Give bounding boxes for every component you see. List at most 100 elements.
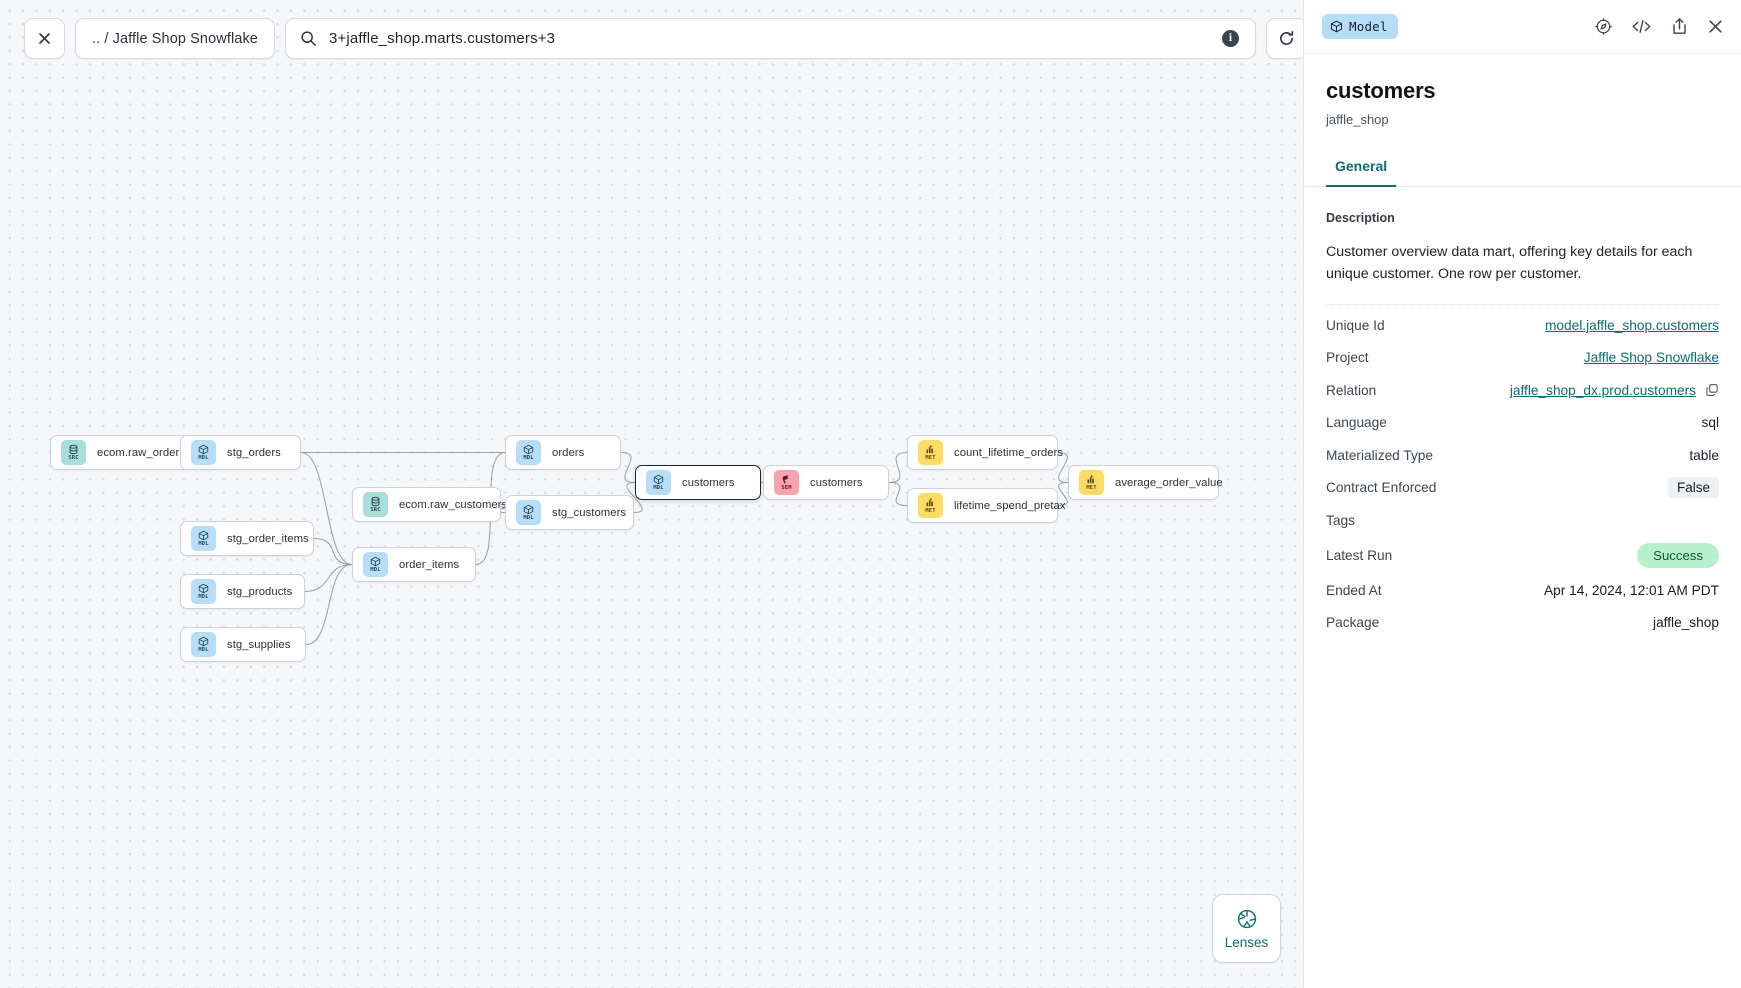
resource-type-chip[interactable]: Model [1322,14,1398,39]
mdl-badge-icon: MDL [191,579,216,604]
lenses-button[interactable]: Lenses [1212,894,1281,963]
graph-edge [888,481,908,507]
details-panel: Model [1303,0,1741,988]
graph-node-lifetime_spend_pretax[interactable]: MET lifetime_spend_pretax [907,488,1066,523]
graph-edge [305,563,353,646]
compass-icon[interactable] [1594,17,1613,36]
graph-node-label: count_lifetime_orders [954,446,1064,459]
met-badge-icon: MET [918,493,943,518]
code-icon[interactable] [1631,17,1652,36]
detail-row-key: Ended At [1326,582,1382,598]
graph-node-label: stg_customers [552,506,627,519]
lenses-label: Lenses [1224,934,1269,950]
detail-row-value-wrap: Success [1637,542,1719,568]
graph-edge [1057,481,1069,507]
graph-node-label: stg_orders [227,446,281,459]
graph-node-stg_products[interactable]: MDL stg_products [180,574,305,609]
detail-row-value-wrap: jaffle_shop_dx.prod.customers [1510,383,1719,398]
detail-row-value-wrap: sql [1702,415,1720,430]
graph-node-label: customers [810,476,863,489]
tab-general[interactable]: General [1326,151,1397,187]
detail-row-key: Relation [1326,382,1377,398]
graph-node-order_items[interactable]: MDL order_items [352,547,476,582]
detail-row: Package jaffle_shop [1326,606,1719,639]
refresh-icon [1279,30,1294,45]
graph-node-label: stg_order_items [227,532,309,545]
graph-node-label: order_items [399,558,460,571]
graph-node-stg_customers[interactable]: MDL stg_customers [505,495,634,530]
graph-node-label: stg_products [227,585,293,598]
close-panel-icon[interactable] [1707,18,1724,35]
detail-row-value-wrap: jaffle_shop [1653,615,1719,630]
description-text: Customer overview data mart, offering ke… [1326,244,1693,283]
detail-row-value: sql [1701,415,1720,431]
graph-edge [620,451,636,484]
refresh-button[interactable] [1265,18,1303,59]
detail-row-value[interactable]: jaffle_shop_dx.prod.customers [1509,382,1696,398]
graph-node-customers_semantic[interactable]: SEM customers [763,465,889,500]
detail-row-value-wrap: model.jaffle_shop.customers [1545,318,1719,333]
graph-node-label: ecom.raw_orders [97,446,186,459]
detail-row-value-wrap: table [1689,448,1719,463]
detail-row: Language sql [1326,406,1719,439]
detail-row-value[interactable]: Jaffle Shop Snowflake [1583,350,1719,366]
detail-row: Tags [1326,504,1719,537]
detail-row-key: Language [1326,415,1387,431]
mdl-badge-icon: MDL [646,470,671,495]
detail-row-key: Project [1326,350,1369,366]
graph-node-stg_order_items[interactable]: MDL stg_order_items [180,521,314,556]
detail-row-value-wrap: Apr 14, 2024, 12:01 AM PDT [1544,583,1719,598]
search-input[interactable]: 3+jaffle_shop.marts.customers+3 [328,30,556,47]
search-info-icon[interactable]: i [1221,30,1239,47]
detail-row-value[interactable]: model.jaffle_shop.customers [1545,317,1719,333]
detail-row-value: table [1689,447,1719,463]
detail-row-value: jaffle_shop [1653,615,1719,631]
page-title: customers [1326,78,1436,103]
close-lineage-button[interactable] [24,18,65,59]
detail-row: Project Jaffle Shop Snowflake [1326,341,1719,374]
sem-badge-icon: SEM [774,470,799,495]
mdl-badge-icon: MDL [516,500,541,525]
detail-row-key: Package [1326,615,1380,631]
graph-node-label: lifetime_spend_pretax [954,499,1066,512]
graph-node-label: stg_supplies [227,638,291,651]
breadcrumb[interactable]: .. / Jaffle Shop Snowflake [75,18,275,59]
share-icon[interactable] [1670,17,1689,36]
cube-icon [1330,20,1343,33]
detail-row-key: Tags [1326,513,1355,529]
panel-header: customers jaffle_shop [1304,54,1741,127]
met-badge-icon: MET [1079,470,1104,495]
aperture-icon [1237,909,1256,928]
detail-row-value: Apr 14, 2024, 12:01 AM PDT [1544,582,1719,598]
lineage-search[interactable]: 3+jaffle_shop.marts.customers+3 i [284,18,1256,59]
canvas-toolbar: .. / Jaffle Shop Snowflake 3+jaffle_shop… [24,18,1303,59]
graph-edge [1057,451,1069,484]
mdl-badge-icon: MDL [191,526,216,551]
detail-row: Materialized Type table [1326,439,1719,472]
detail-row-key: Materialized Type [1326,447,1434,463]
src-badge-icon: SRC [363,492,388,517]
mdl-badge-icon: MDL [363,552,388,577]
description-label: Description [1326,211,1395,225]
detail-row-value-wrap: Jaffle Shop Snowflake [1584,350,1719,365]
copy-icon[interactable] [1705,383,1719,397]
graph-edge [300,451,353,566]
graph-edge [626,481,643,514]
detail-row: Ended At Apr 14, 2024, 12:01 AM PDT [1326,574,1719,607]
graph-edge [313,537,353,566]
close-icon [39,33,50,44]
